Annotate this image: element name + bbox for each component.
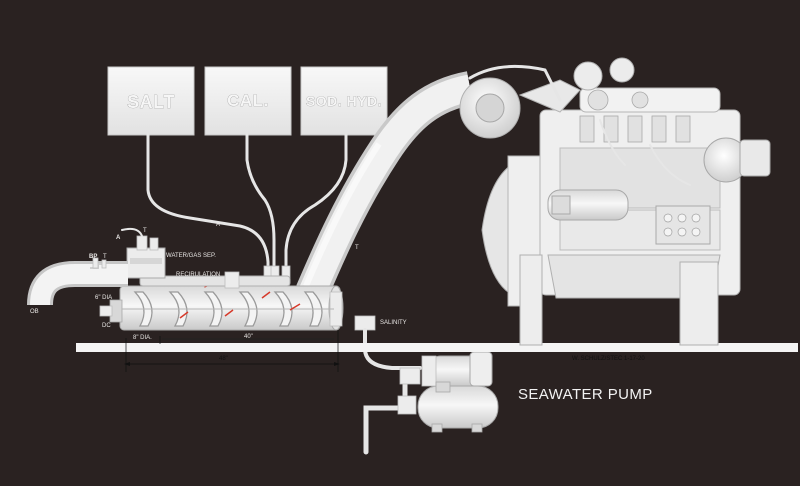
ground-plane <box>76 343 798 352</box>
sodium-hydroxide-feed-line <box>284 133 348 278</box>
label-salinity: SALINITY <box>380 320 407 326</box>
label-dc: DC <box>102 323 111 329</box>
water-gas-separator <box>121 227 166 279</box>
sodium-hydroxide-tank: SOD. HYD. <box>300 66 388 136</box>
diesel-engine <box>459 57 771 346</box>
label-a-line: A <box>216 222 220 228</box>
recirculation-line <box>139 271 291 289</box>
seawater-pump <box>363 351 499 455</box>
salt-tank-label: SALT <box>127 92 175 112</box>
label-6-dia: 6" DIA <box>95 295 112 301</box>
exhaust-pipe <box>296 71 474 299</box>
dimension-lines <box>124 330 340 372</box>
salt-feed-line <box>146 133 270 278</box>
label-t-near-tank: T <box>143 228 147 234</box>
label-8-dia: 8" DIA. <box>133 335 152 341</box>
label-40-in: 40" <box>244 334 253 340</box>
label-water-gas-sep: WATER/GAS SEP. <box>166 253 216 259</box>
sodium-hydroxide-tank-label: SOD. HYD. <box>306 93 382 109</box>
feed-lines <box>146 133 348 279</box>
calcium-feed-line <box>245 133 276 278</box>
calcium-tank: CAL. <box>204 66 292 136</box>
label-seawater-pump: SEAWATER PUMP <box>518 386 653 403</box>
inlet-elbow-pipe <box>27 257 128 306</box>
calcium-tank-label: CAL. <box>227 91 269 110</box>
label-bp-t: T <box>103 254 107 260</box>
label-recirculation: RECIRULATION <box>176 272 220 278</box>
label-a-top: A <box>116 235 121 241</box>
label-ob: OB <box>30 309 39 315</box>
label-bp: BP <box>89 254 97 260</box>
salt-tank: SALT <box>107 66 195 136</box>
reactor-tube <box>99 280 344 331</box>
air-inlet-line <box>121 227 143 237</box>
label-t-pipe: T <box>355 245 359 251</box>
label-signature: W. SCHULZ/STEC 1-17-20 <box>572 356 645 362</box>
label-48-in: 48" <box>219 356 228 362</box>
